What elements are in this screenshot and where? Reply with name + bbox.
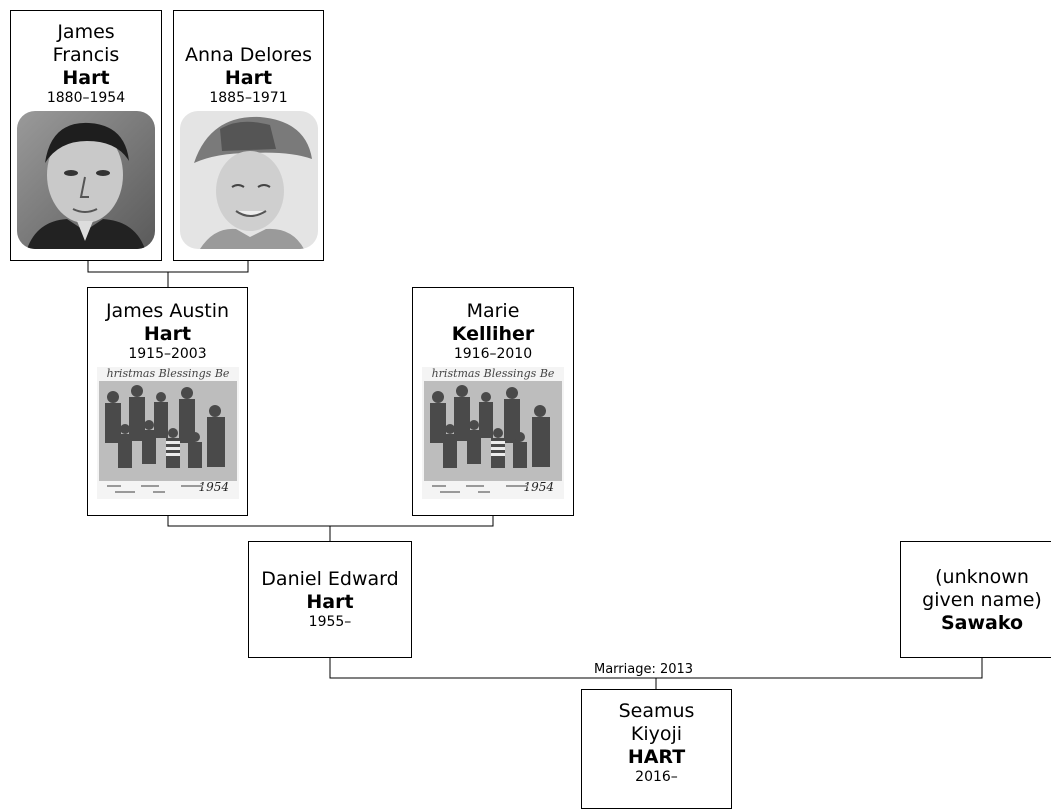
christmas-card-photo: hristmas Blessings Be 1954 [422,367,564,499]
given-name: (unknown [935,565,1029,588]
life-dates: 1885–1971 [209,90,288,106]
life-dates: 1916–2010 [453,346,533,362]
surname: Hart [306,591,354,613]
person-card-marie[interactable]: Marie Kelliher 1916–2010 hristmas Blessi… [412,287,574,516]
given-name: James [57,21,115,43]
given-name: Marie [466,300,520,322]
life-dates: 1915–2003 [128,346,207,362]
given-name: Seamus [618,700,695,722]
surname: HART [627,746,686,768]
person-card-james-austin[interactable]: James Austin Hart 1915–2003 hristmas Ble… [87,287,248,516]
given-name: James Austin [105,300,230,322]
surname: Hart [143,323,192,345]
person-card-seamus[interactable]: Seamus Kiyoji HART 2016– [581,689,732,809]
card-year: 1954 [523,480,554,494]
person-card-anna-delores[interactable]: Anna Delores Hart 1885–1971 [173,10,324,261]
surname: Sawako [940,611,1024,634]
life-dates: 2016– [635,769,678,785]
given-name: Kiyoji [630,723,683,745]
person-card-daniel-edward[interactable]: Daniel Edward Hart 1955– [248,541,412,658]
life-dates: 1880–1954 [46,90,126,106]
card-year: 1954 [198,480,229,494]
surname: Hart [62,67,110,89]
connector-parents [167,515,494,527]
surname: Hart [224,67,273,89]
given-name: given name) [922,588,1042,611]
christmas-card-photo: hristmas Blessings Be 1954 [96,367,239,499]
given-name: Daniel Edward [261,568,399,590]
person-card-james-francis[interactable]: James Francis Hart 1880–1954 [10,10,162,261]
christmas-card-text: hristmas Blessings Be [106,367,229,380]
marriage-label: Marriage: 2013 [593,662,695,677]
surname: Kelliher [451,323,535,345]
person-card-sawako[interactable]: (unknown given name) Sawako [900,541,1051,658]
connector-grandparents [87,260,249,273]
portrait-photo [17,111,155,249]
portrait-photo [179,111,318,249]
christmas-card-text: hristmas Blessings Be [432,367,555,380]
given-name: Anna Delores [185,44,312,66]
given-name: Francis [52,44,120,66]
life-dates: 1955– [308,614,352,630]
